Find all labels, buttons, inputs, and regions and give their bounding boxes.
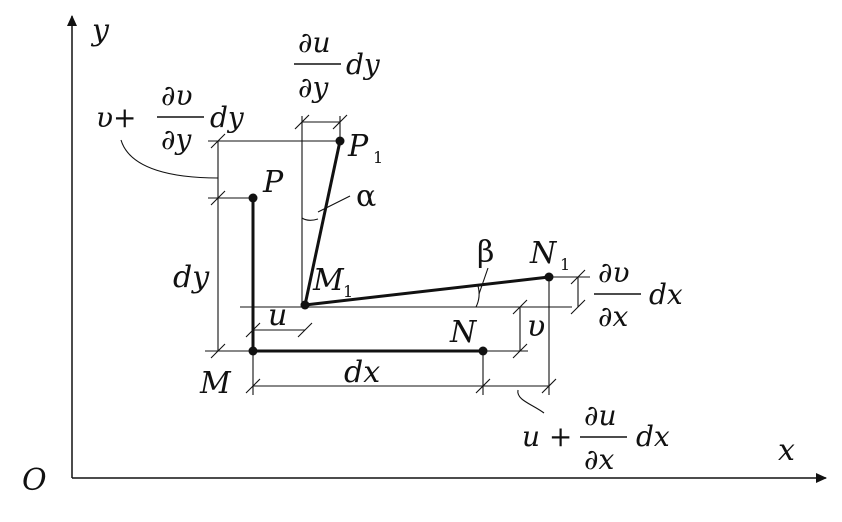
angle-beta-leader (478, 267, 489, 295)
label-v: υ (527, 309, 545, 344)
formula-v-plus-tail: dy (210, 101, 245, 134)
formula-v-plus-num: ∂υ (161, 79, 193, 112)
formula-du-dy-tail: dy (346, 48, 381, 81)
formula-u-plus-num: ∂u (584, 399, 617, 432)
label-P1-sub: 1 (373, 148, 383, 167)
dim-u-tick-a (245, 322, 261, 338)
dim-v-plus-tick (210, 133, 226, 149)
label-N1: N (529, 236, 558, 271)
origin-label: O (22, 463, 47, 498)
label-N1-sub: 1 (560, 255, 570, 274)
segment-M1N1 (304, 275, 550, 307)
label-P: P (262, 165, 284, 200)
dim-u-tick-b (297, 322, 313, 338)
dim-dv-dx-tick-b (570, 299, 586, 315)
formula-du-dy-dy: ∂u ∂y dy (294, 26, 381, 104)
formula-dv-dx-tail: dx (649, 278, 683, 311)
formula-v-plus: υ+ ∂υ ∂y dy (96, 79, 245, 156)
axis-label-x: x (778, 433, 795, 468)
dim-v-tick-b (512, 343, 528, 359)
formula-dv-dx-den: ∂x (598, 300, 628, 333)
label-u: u (268, 298, 287, 333)
axis-label-y: y (90, 13, 110, 48)
dim-du-dy-tick-a (294, 114, 310, 130)
label-dy: dy (173, 260, 210, 295)
label-dx: dx (344, 355, 380, 390)
formula-u-plus: u + ∂u ∂x dx (522, 399, 670, 476)
dim-dy-ticks-b (210, 343, 226, 359)
formula-dv-dx-num: ∂υ (598, 256, 630, 289)
formula-dv-dx-dx: ∂υ ∂x dx (594, 256, 683, 333)
angle-beta-label: β (477, 235, 494, 270)
angle-alpha-arc (301, 217, 319, 221)
dim-dv-dx-tick-a (570, 269, 586, 285)
dim-u-plus-tick (541, 378, 557, 394)
formula-v-plus-den: ∂y (161, 123, 192, 156)
formula-du-dy-num: ∂u (298, 26, 331, 59)
dim-v-tick-a (512, 299, 528, 315)
formula-u-plus-den: ∂x (584, 443, 614, 476)
angle-alpha-leader (317, 195, 351, 213)
formula-v-plus-lead: υ+ (96, 101, 136, 134)
formula-u-plus-tail: dx (636, 420, 670, 453)
formula-du-dy-den: ∂y (298, 71, 329, 104)
angle-beta-arc (475, 285, 480, 308)
leader-u-plus (517, 389, 545, 414)
leader-v-plus (120, 139, 219, 179)
dim-du-dy-tick-b (332, 114, 348, 130)
segment-M1P1 (303, 140, 342, 306)
dim-dx-tick-a (245, 378, 261, 394)
label-M1: M (312, 263, 345, 298)
label-M: M (199, 366, 232, 401)
label-P1: P (347, 129, 369, 164)
formula-u-plus-lead: u + (522, 420, 572, 453)
angle-alpha-label: α (356, 179, 376, 214)
label-N: N (449, 315, 478, 350)
label-M1-sub: 1 (343, 282, 353, 301)
